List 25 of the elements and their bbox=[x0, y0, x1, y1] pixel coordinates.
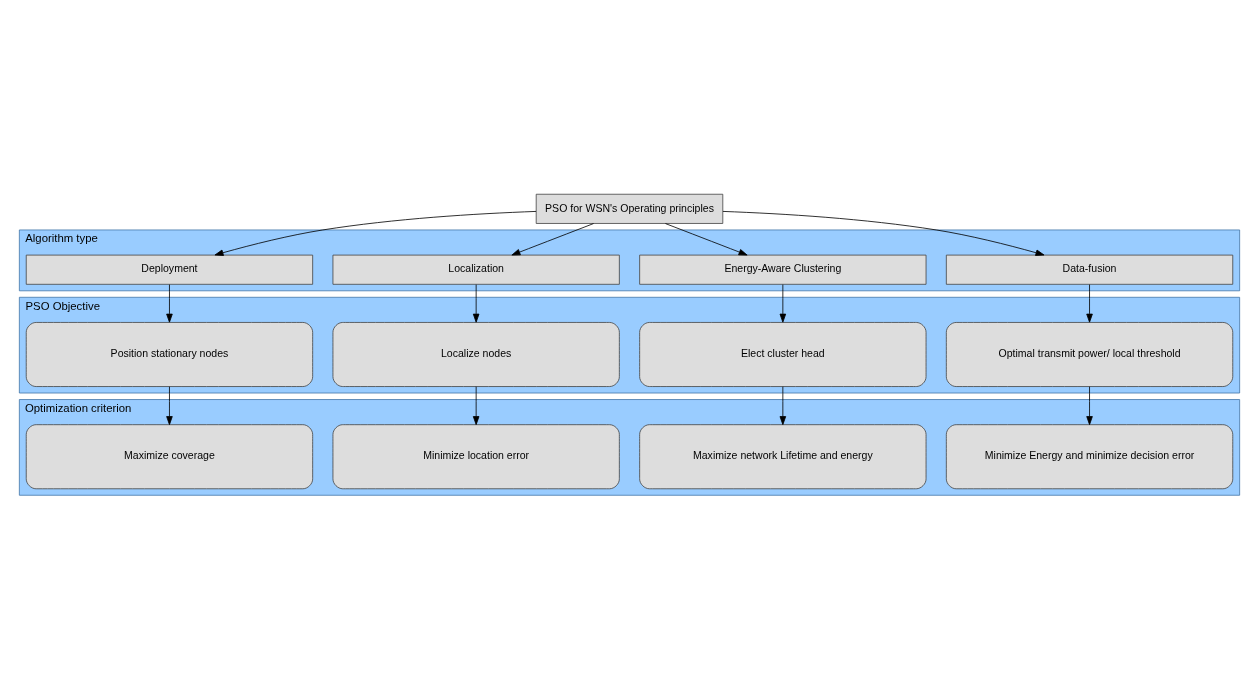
node-box: Minimize location error bbox=[332, 424, 620, 490]
arrow bbox=[166, 386, 173, 426]
node-box: Localization bbox=[332, 254, 620, 285]
node-box: Energy-Aware Clustering bbox=[639, 254, 927, 285]
node-box: Minimize Energy and minimize decision error bbox=[945, 424, 1234, 490]
arrow bbox=[665, 223, 748, 256]
arrow bbox=[779, 386, 787, 426]
arrow bbox=[472, 284, 480, 323]
node-box: Maximize network Lifetime and energy bbox=[639, 424, 927, 490]
node-box: Localize nodes bbox=[332, 322, 620, 387]
node-box: Maximize coverage bbox=[25, 424, 314, 490]
node-box: Data-fusion bbox=[945, 254, 1234, 285]
arrow bbox=[1086, 284, 1093, 323]
node-box: Deployment bbox=[25, 254, 314, 285]
node-box: Position stationary nodes bbox=[25, 322, 314, 387]
arrow bbox=[722, 211, 1045, 256]
arrow bbox=[1086, 386, 1093, 426]
node-box: Optimal transmit power/ local threshold bbox=[945, 322, 1234, 387]
arrow bbox=[214, 211, 537, 256]
arrow bbox=[779, 284, 787, 323]
node-box: PSO for WSN's Operating principles bbox=[535, 193, 724, 224]
arrow bbox=[511, 223, 594, 256]
arrow bbox=[472, 386, 480, 426]
arrow bbox=[166, 284, 173, 323]
node-box: Elect cluster head bbox=[639, 322, 927, 387]
